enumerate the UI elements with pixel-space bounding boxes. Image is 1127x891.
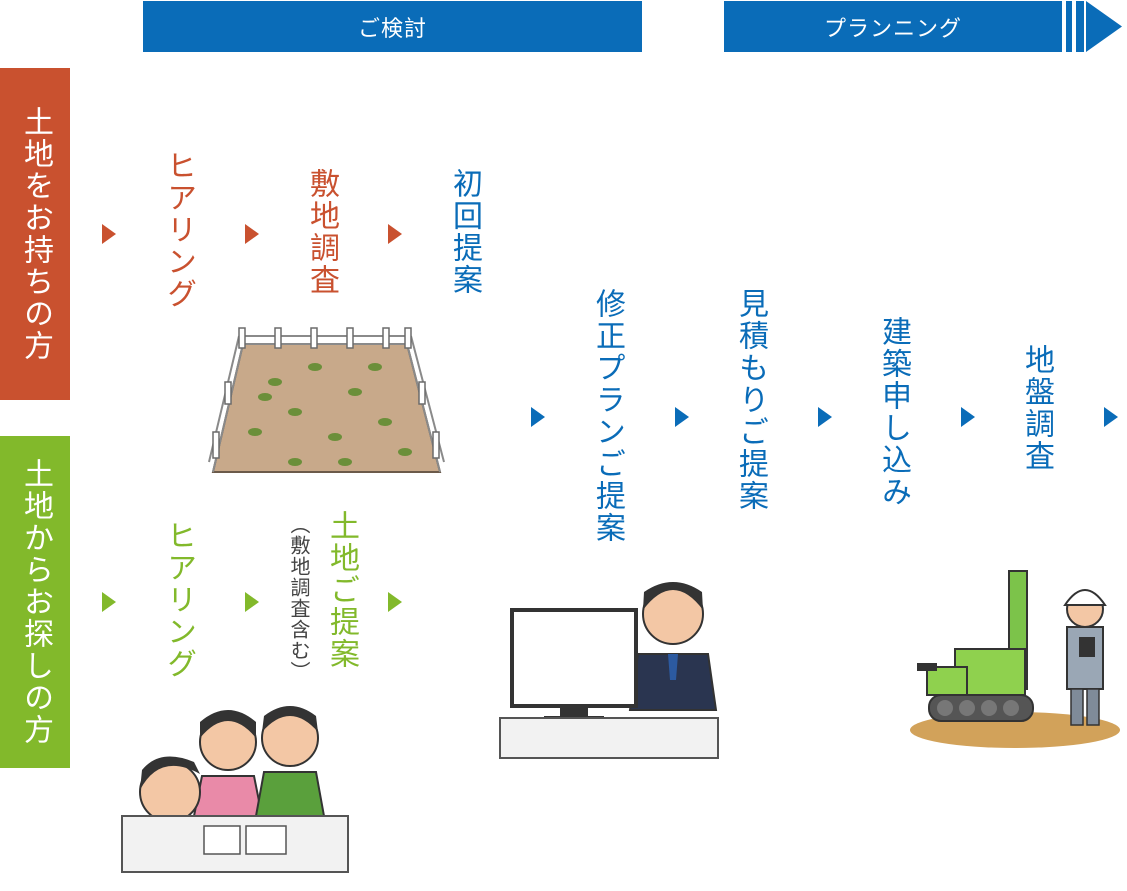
row2-arrow-3: [388, 592, 402, 612]
step-ground-survey: 地盤調査: [1019, 344, 1054, 472]
phase-consider-label: ご検討: [357, 16, 427, 42]
phase-consider-bar: ご検討: [143, 1, 642, 52]
step-estimate-proposal: 見積もりご提案: [733, 288, 768, 512]
row1-arrow-3: [388, 224, 402, 244]
row-label-with-land: 土地をお持ちの方: [0, 68, 70, 400]
row1-arrow-1: [102, 224, 116, 244]
common-arrow-4: [961, 407, 975, 427]
row2-arrow-1: [102, 592, 116, 612]
step-site-survey: 敷地調査: [304, 168, 339, 296]
common-arrow-3: [818, 407, 832, 427]
step-land-proposal-note: （敷地調査含む）: [287, 514, 311, 682]
land-plot-icon: [208, 327, 445, 473]
phase-planning-bar: プランニング: [724, 1, 1062, 52]
step-land-proposal: 土地ご提案: [324, 510, 359, 670]
consultation-meeting-icon: [121, 706, 349, 873]
ground-survey-machine-icon: [910, 570, 1120, 748]
row-label-searching-land-text: 土地からお探しの方: [18, 458, 53, 746]
step-hearing-searching: ヒアリング: [161, 520, 196, 680]
common-arrow-2: [675, 407, 689, 427]
step-revised-plan-proposal: 修正プランご提案: [590, 288, 625, 544]
row2-arrow-2: [245, 592, 259, 612]
step-initial-proposal: 初回提案: [447, 168, 482, 296]
row-label-searching-land: 土地からお探しの方: [0, 436, 70, 768]
computer-presentation-icon: [499, 582, 719, 759]
row-label-with-land-text: 土地をお持ちの方: [18, 106, 53, 362]
phase-arrow-icon: [1066, 1, 1122, 52]
phase-planning-label: プランニング: [823, 16, 962, 42]
step-construction-application: 建築申し込み: [876, 316, 911, 508]
common-arrow-1: [531, 407, 545, 427]
row1-arrow-2: [245, 224, 259, 244]
step-hearing-with-land: ヒアリング: [161, 150, 196, 310]
common-arrow-5: [1104, 407, 1118, 427]
